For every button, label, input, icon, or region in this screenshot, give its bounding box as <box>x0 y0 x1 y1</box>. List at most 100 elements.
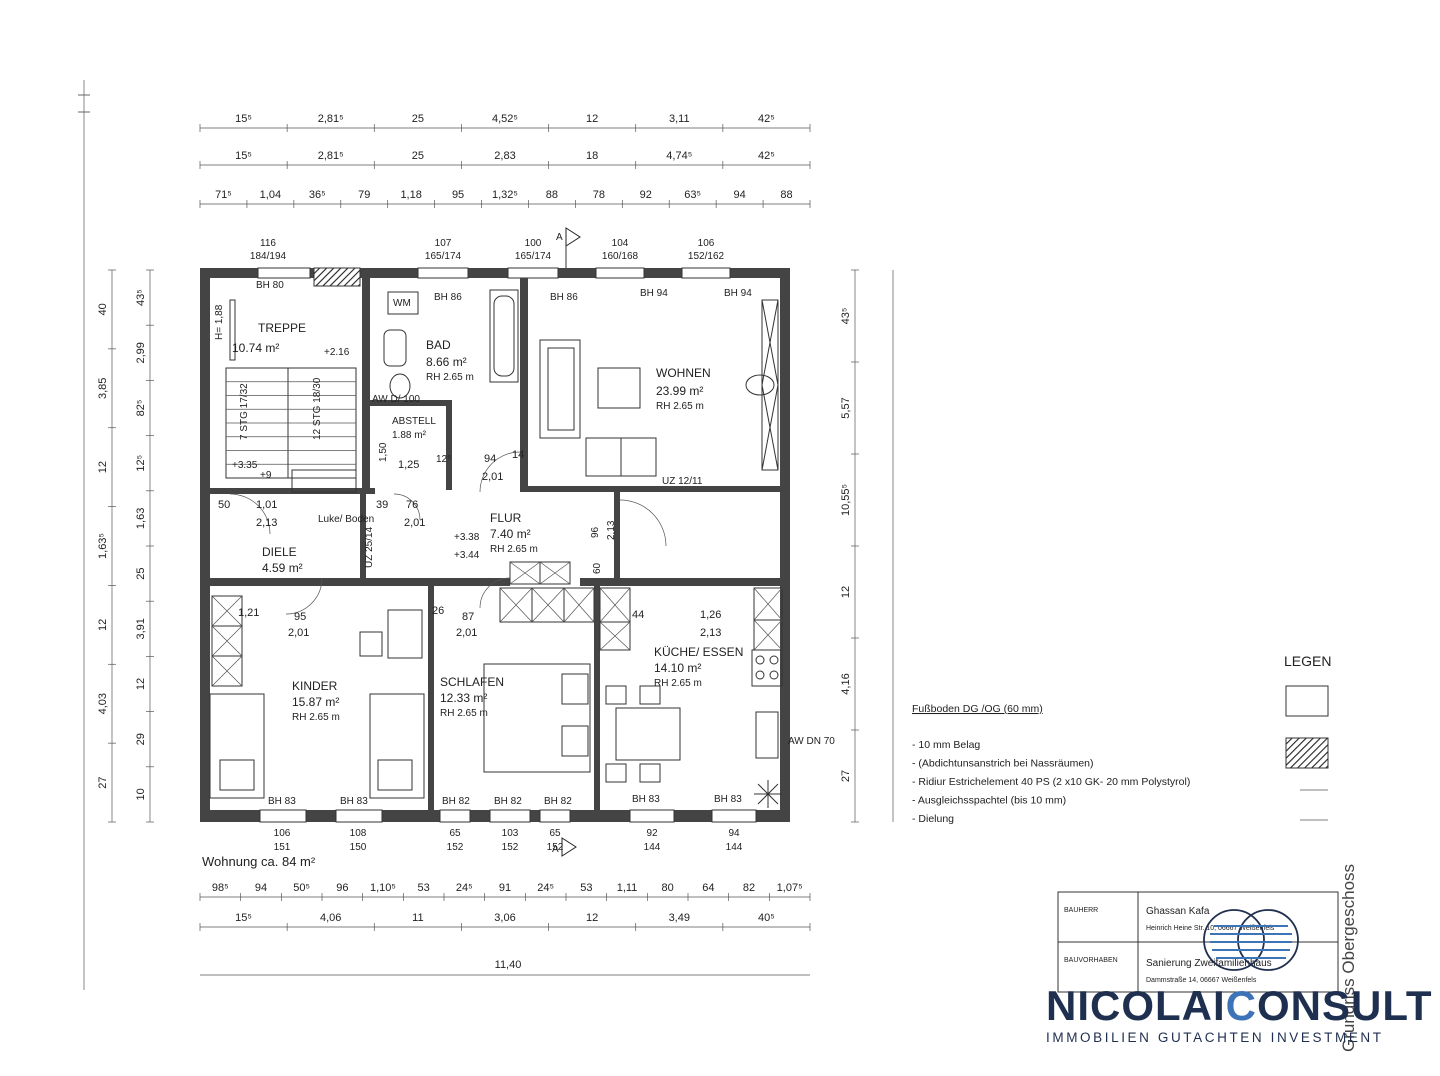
svg-text:ABSTELL: ABSTELL <box>392 416 436 427</box>
svg-text:4.59 m²: 4.59 m² <box>262 561 303 575</box>
dimension-label: 53 <box>418 882 430 894</box>
dimension-label: 80 <box>662 882 674 894</box>
title-block: BAUHERR Ghassan Kafa Heinrich Heine Str.… <box>1057 891 1339 993</box>
dimension-label: 82⁵ <box>135 400 147 417</box>
svg-text:RH 2.65 m: RH 2.65 m <box>426 372 474 383</box>
logo-mark-icon <box>1203 909 1299 971</box>
svg-text:BH 83: BH 83 <box>340 796 368 807</box>
dimension-label: 1,18 <box>400 189 421 201</box>
dimension-label: 40 <box>97 303 109 315</box>
window-number: 106 <box>698 238 715 249</box>
dimension-label: 79 <box>358 189 370 201</box>
dimension-label: 98⁵ <box>212 882 229 894</box>
cabinet-cross <box>509 561 541 585</box>
dimension-label: 3,11 <box>669 113 690 125</box>
cabinet-cross <box>211 655 243 687</box>
room-kinder: KINDER 15.87 m² RH 2.65 m <box>292 679 340 723</box>
dimension-label: 91 <box>499 882 511 894</box>
svg-text:Dammstraße 14, 06667 Weißenfel: Dammstraße 14, 06667 Weißenfels <box>1146 977 1257 984</box>
dimension-label: 4,16 <box>840 673 852 694</box>
svg-text:7 STG 17/32: 7 STG 17/32 <box>239 383 250 440</box>
svg-text:60: 60 <box>592 562 603 574</box>
window-size: 150 <box>350 842 367 853</box>
dimension-label: 1,11 <box>617 882 638 894</box>
svg-text:BAD: BAD <box>426 338 451 352</box>
dimension-label: 36⁵ <box>309 189 326 201</box>
dimension-label: 12 <box>586 113 598 125</box>
svg-text:A: A <box>552 844 559 855</box>
svg-text:KÜCHE/ ESSEN: KÜCHE/ ESSEN <box>654 645 743 659</box>
bedroom-furniture <box>209 609 783 808</box>
svg-text:2,01: 2,01 <box>482 471 503 483</box>
window-size: 151 <box>274 842 291 853</box>
svg-text:2,13: 2,13 <box>606 520 617 540</box>
room-bad: BAD 8.66 m² RH 2.65 m <box>426 338 474 383</box>
cabinet <box>599 621 631 651</box>
room-kueche: KÜCHE/ ESSEN 14.10 m² RH 2.65 m <box>654 645 743 689</box>
dimension-label: 10 <box>135 788 147 800</box>
svg-text:BAUVORHABEN: BAUVORHABEN <box>1064 957 1118 964</box>
dimension-label: 2,99 <box>135 342 147 363</box>
cabinet <box>563 587 595 623</box>
dimension-label: 95 <box>452 189 464 201</box>
room-name: TREPPE <box>258 321 306 335</box>
cabinet-cross <box>539 561 571 585</box>
dimension-label: 15⁵ <box>235 912 252 924</box>
dimension-label: 42⁵ <box>758 150 775 162</box>
svg-text:BH 80: BH 80 <box>256 280 284 291</box>
svg-text:RH 2.65 m: RH 2.65 m <box>656 401 704 412</box>
dimension-label: 1,10⁵ <box>370 882 396 894</box>
svg-text:DIELE: DIELE <box>262 545 297 559</box>
svg-text:26: 26 <box>432 605 444 617</box>
dimension-label: 25 <box>135 567 147 579</box>
window-size: 165/174 <box>425 251 462 262</box>
floor-spec-item: - Ridiur Estrichelement 40 PS (2 x10 GK-… <box>912 776 1190 788</box>
floor-spec-title: Fußboden DG /OG (60 mm) <box>912 703 1043 715</box>
dimension-label: 12 <box>97 461 109 473</box>
dimension-label: 12 <box>840 586 852 598</box>
window-number: 94 <box>728 828 740 839</box>
dimension-label: 27 <box>97 776 109 788</box>
brand-tagline: IMMOBILIEN GUTACHTEN INVESTMENT <box>1046 1030 1384 1045</box>
svg-text:WOHNEN: WOHNEN <box>656 366 711 380</box>
dimension-label: 11 <box>412 912 423 924</box>
dimension-label: 12 <box>97 619 109 631</box>
dimension-label: 24⁵ <box>456 882 473 894</box>
dimension-label: 94 <box>255 882 267 894</box>
dimension-label: 12 <box>135 678 147 690</box>
dimension-label: 88 <box>780 189 792 201</box>
dimension-label: 1,04 <box>260 189 281 201</box>
svg-text:SCHLAFEN: SCHLAFEN <box>440 675 504 689</box>
svg-text:2,01: 2,01 <box>404 517 425 529</box>
staircase <box>225 299 357 493</box>
svg-text:7.40 m²: 7.40 m² <box>490 527 531 541</box>
dimension-label: 64 <box>702 882 714 894</box>
dimension-label: 94 <box>733 189 745 201</box>
window-size: 152 <box>547 842 564 853</box>
dimension-label: 15⁵ <box>235 113 252 125</box>
svg-text:12.33 m²: 12.33 m² <box>440 691 487 705</box>
cabinet-cross <box>753 587 783 621</box>
window-size: 165/174 <box>515 251 552 262</box>
living-furniture <box>539 299 779 477</box>
svg-text:FLUR: FLUR <box>490 511 522 525</box>
svg-text:2,01: 2,01 <box>288 627 309 639</box>
elevation: +2.16 <box>324 347 350 358</box>
svg-text:KINDER: KINDER <box>292 679 338 693</box>
svg-text:H= 1,88: H= 1,88 <box>214 304 225 340</box>
svg-text:AW DN 70: AW DN 70 <box>788 736 835 747</box>
svg-text:15.87 m²: 15.87 m² <box>292 695 339 709</box>
dimension-lines-top <box>200 127 810 205</box>
plan-title-text: Grundriss Obergeschoss <box>1339 864 1358 1052</box>
window-number: 100 <box>525 238 542 249</box>
dimension-label: 1,63⁵ <box>97 533 109 559</box>
dimension-label: 63⁵ <box>684 189 701 201</box>
svg-text:BH 86: BH 86 <box>550 292 578 303</box>
dimension-label: 18 <box>586 150 598 162</box>
misc-labels: WM BH 80 BH 86 BH 86 BH 94 BH 94 BH 83 B… <box>214 280 835 807</box>
room-abstell: ABSTELL 1.88 m² <box>392 416 436 441</box>
brand-logo: NICOLAICONSULT IMMOBILIEN GUTACHTEN INVE… <box>1046 984 1432 1046</box>
